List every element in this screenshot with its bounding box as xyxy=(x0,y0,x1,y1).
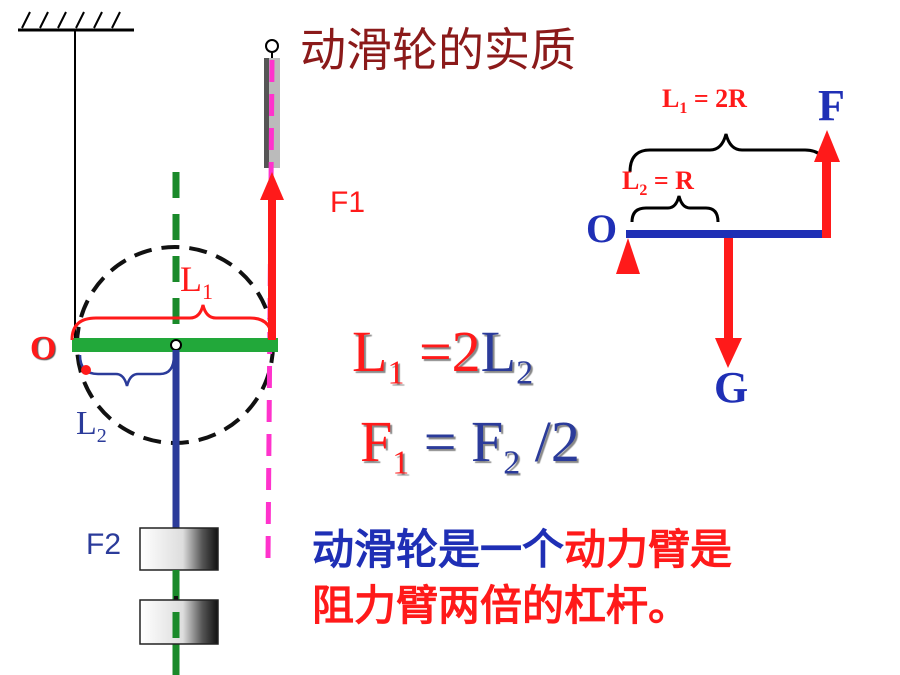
model-pivot xyxy=(616,238,640,274)
model-force-arrowhead xyxy=(814,130,840,162)
model-load-label: G xyxy=(714,363,749,412)
conclusion-line-1: 动滑轮是一个动力臂是 xyxy=(312,525,733,574)
axle-dot xyxy=(170,339,182,351)
weight-upper xyxy=(139,527,219,571)
conclusion-line-2: 阻力臂两倍的杠杆。 xyxy=(312,581,691,630)
equation-arms: L1 =2L2 xyxy=(352,319,534,392)
pivot-label: O xyxy=(30,330,57,367)
model-arm1-label: L1 = 2R xyxy=(662,84,747,118)
model-load-arrow xyxy=(724,238,733,342)
model-arm2-bracket xyxy=(630,195,720,223)
force2-label: F2 xyxy=(86,528,122,561)
model-force-label: F xyxy=(818,81,845,130)
lever-model xyxy=(616,130,840,368)
conclusion-statement: 动滑轮是一个动力臂是 阻力臂两倍的杠杆。 xyxy=(312,522,732,634)
force1-label: F1 xyxy=(330,186,366,219)
arm2-bracket xyxy=(78,354,176,387)
model-load-arrowhead xyxy=(715,338,742,368)
model-bar xyxy=(626,230,830,238)
equation-forces: F1 = F2 /2 xyxy=(360,409,580,482)
model-arm2-label: L2 = R xyxy=(622,166,694,200)
arm2-label: L2 xyxy=(76,405,107,447)
pivot-dot xyxy=(81,365,91,375)
model-arm1-bracket xyxy=(628,133,828,173)
force1-arrowhead xyxy=(260,172,284,200)
arm1-bracket xyxy=(70,304,274,341)
page-title: 动滑轮的实质 xyxy=(300,23,576,77)
ceiling-support xyxy=(18,11,134,32)
arm1-label: L1 xyxy=(180,259,213,305)
model-pivot-label: O xyxy=(586,206,618,251)
model-force-arrow xyxy=(822,160,831,238)
